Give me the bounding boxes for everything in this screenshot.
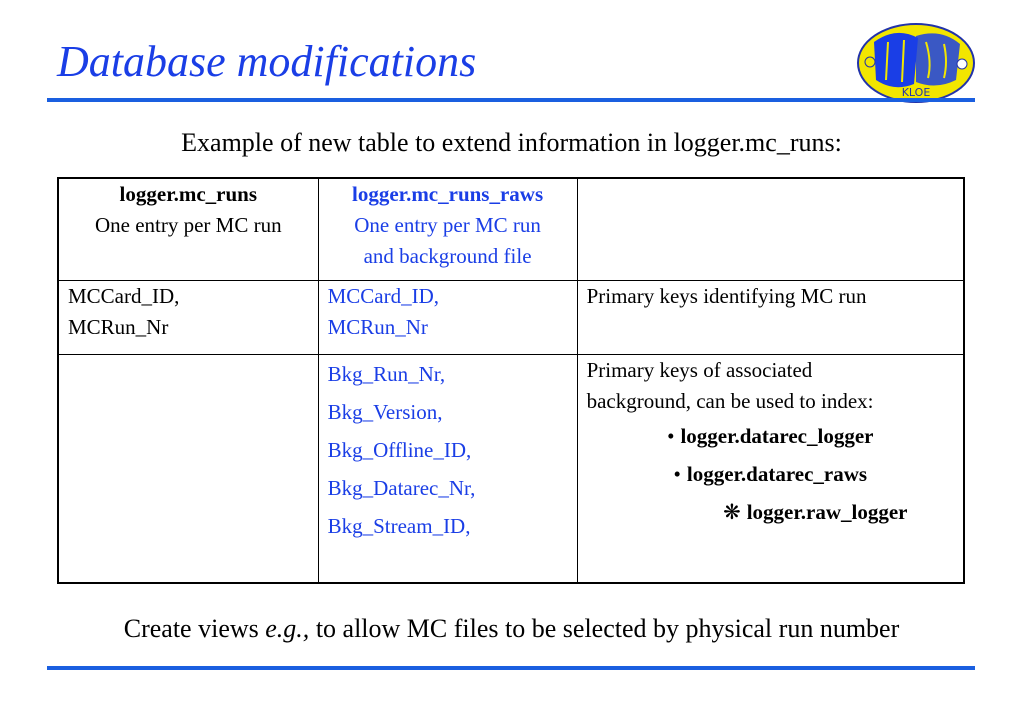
footer-emphasis: e.g., [265, 614, 310, 643]
desc-line: Primary keys of associated [586, 357, 813, 382]
bullet-text: logger.datarec_logger [680, 423, 874, 448]
table-desc-line1: One entry per MC run [354, 213, 541, 237]
top-rule [47, 98, 975, 102]
bkg-field: Bkg_Stream_ID, [327, 513, 471, 538]
cell-empty [57, 353, 319, 584]
bkg-field: Bkg_Offline_ID, [327, 437, 472, 462]
bullet-item: •logger.datarec_raws [587, 455, 954, 493]
bkg-field: Bkg_Version, [327, 399, 443, 424]
header-cell-mc-runs: logger.mc_runs One entry per MC run [57, 177, 319, 281]
schema-table: logger.mc_runs One entry per MC run logg… [57, 177, 965, 584]
table-row-keys: MCCard_ID, MCRun_Nr MCCard_ID, MCRun_Nr … [57, 279, 965, 355]
cell-bkg-fields: Bkg_Run_Nr, Bkg_Version, Bkg_Offline_ID,… [317, 353, 578, 584]
sub-bullet-item: ❋logger.raw_logger [587, 493, 954, 531]
cell-text: MCCard_ID, [68, 283, 180, 308]
table-name-mc-runs-raws: logger.mc_runs_raws [352, 182, 544, 206]
footer-text: to allow MC files to be selected by phys… [309, 614, 900, 643]
cell-bkg-description: Primary keys of associated background, c… [576, 353, 965, 584]
cell-mc-keys: MCCard_ID, MCRun_Nr [57, 279, 319, 355]
bullet-item: •logger.datarec_logger [587, 417, 954, 455]
bkg-field: Bkg_Datarec_Nr, [327, 475, 476, 500]
logo-text: KLOE [902, 86, 931, 99]
table-name-mc-runs: logger.mc_runs [119, 182, 258, 206]
cell-keys-description: Primary keys identifying MC run [576, 279, 965, 355]
table-header-row: logger.mc_runs One entry per MC run logg… [57, 177, 965, 281]
cell-text: MCRun_Nr [327, 314, 428, 339]
bullet-icon: • [673, 461, 681, 486]
bullet-text: logger.datarec_raws [686, 461, 868, 486]
subtitle: Example of new table to extend informati… [181, 128, 842, 157]
header-cell-mc-runs-raws: logger.mc_runs_raws One entry per MC run… [317, 177, 578, 281]
bottom-rule [47, 666, 975, 670]
table-desc-mc-runs: One entry per MC run [94, 213, 282, 237]
flower-bullet-icon: ❋ [723, 499, 741, 524]
bkg-field: Bkg_Run_Nr, [327, 361, 446, 386]
header-cell-empty [576, 177, 965, 281]
bullet-text: logger.raw_logger [746, 499, 908, 524]
table-row-background: Bkg_Run_Nr, Bkg_Version, Bkg_Offline_ID,… [57, 353, 965, 584]
table-desc-line2: and background file [363, 244, 532, 268]
footer-text: Create views [123, 614, 266, 643]
cell-text: MCRun_Nr [68, 314, 169, 339]
bullet-icon: • [667, 423, 675, 448]
footer-note: Create views e.g., to allow MC files to … [0, 614, 1023, 644]
page-title: Database modifications [57, 37, 477, 86]
cell-text: MCCard_ID, [327, 283, 439, 308]
cell-raws-keys: MCCard_ID, MCRun_Nr [317, 279, 578, 355]
desc-line: background, can be used to index: [586, 388, 874, 413]
kloe-logo: KLOE [857, 23, 975, 103]
